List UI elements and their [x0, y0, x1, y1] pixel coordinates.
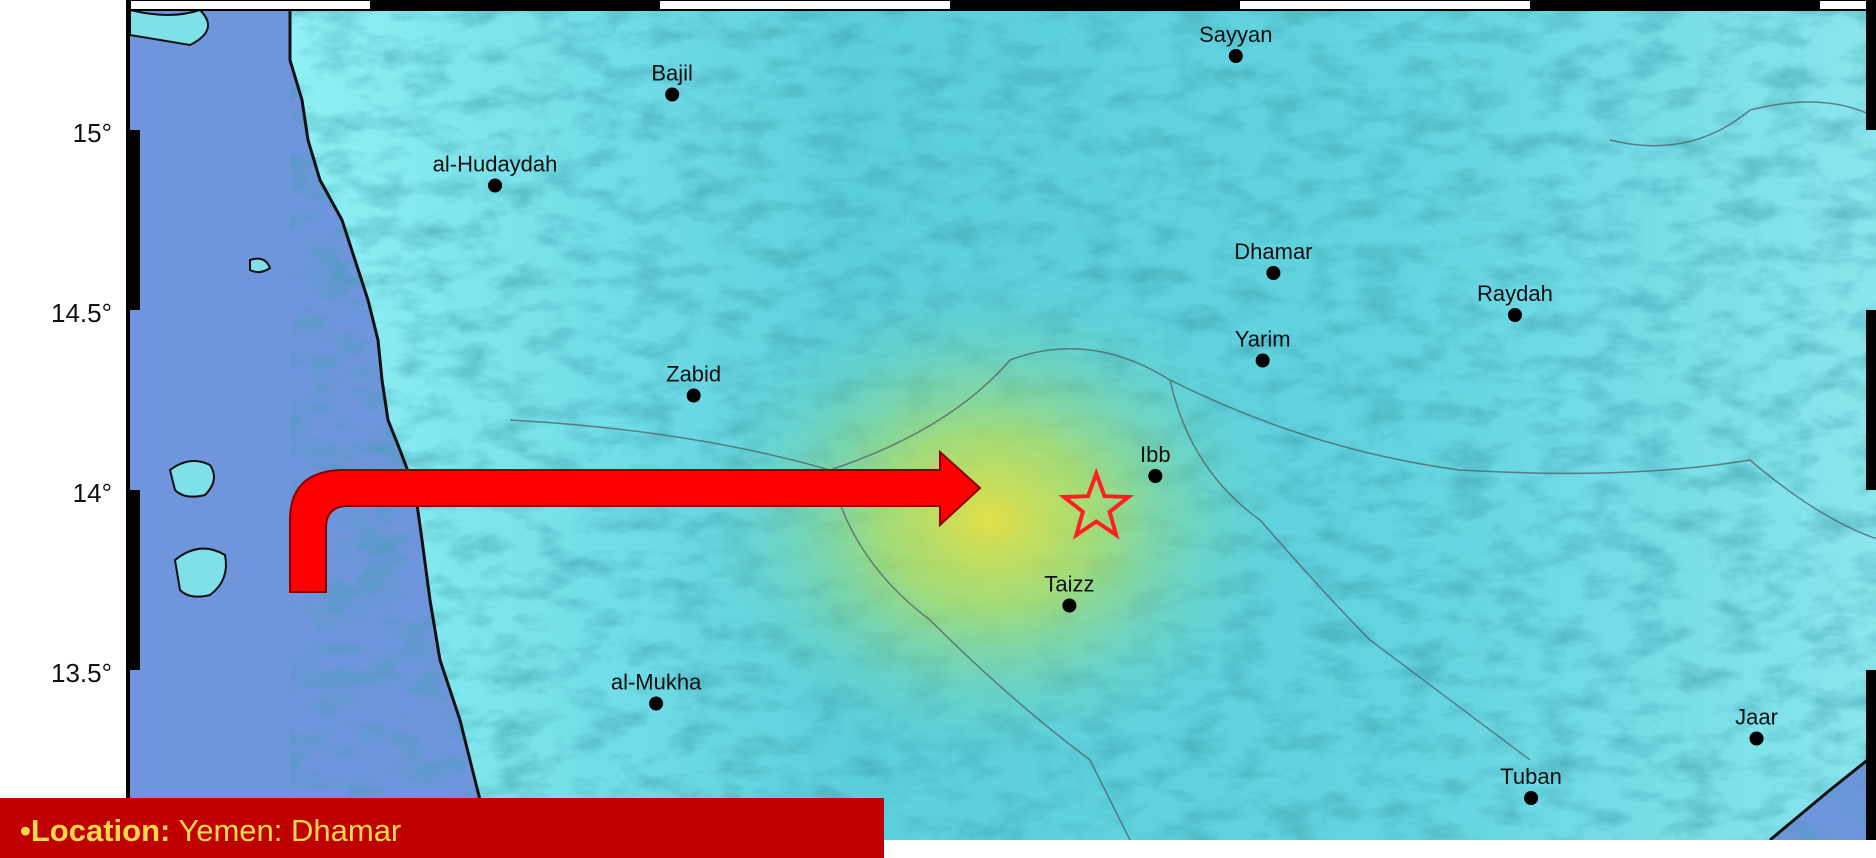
city-dot: [1148, 469, 1163, 483]
city-label: al-Hudaydah: [433, 152, 558, 177]
city-dot: [665, 87, 680, 102]
lat-tick-label: 14°: [72, 478, 112, 508]
governorate-border: [829, 469, 1131, 840]
city-dot: [1266, 266, 1281, 280]
city-dot: [686, 388, 701, 403]
location-value: Yemen: Dhamar: [170, 813, 402, 848]
city-label: Taizz: [1044, 572, 1094, 597]
island: [173, 547, 227, 598]
city-dot: [1749, 731, 1764, 746]
city-label: Jaar: [1735, 705, 1778, 730]
coastline: [288, 0, 492, 840]
lat-tick-label: 13.5°: [50, 658, 112, 688]
city-label: Yarim: [1235, 327, 1291, 352]
governorate-border: [1609, 101, 1876, 147]
city-label: Raydah: [1477, 281, 1553, 306]
coastline: [1769, 751, 1876, 840]
city-dot: [1062, 598, 1077, 613]
lat-tick-label: 15°: [72, 118, 112, 148]
city-dot: [1255, 353, 1270, 368]
island: [249, 257, 272, 274]
pointer-arrow: [289, 449, 982, 593]
city-label: Zabid: [666, 362, 721, 387]
city-dot: [1524, 791, 1539, 805]
location-key: •Location:: [20, 813, 171, 848]
city-label: Sayyan: [1199, 22, 1272, 47]
epicenter-star-icon: [1058, 467, 1135, 540]
governorate-border: [1169, 379, 1531, 761]
island: [168, 460, 215, 498]
map-border-ticks: [130, 0, 1876, 840]
shaking-intensity-zone: [680, 270, 1300, 770]
city-label: Bajil: [651, 61, 693, 86]
city-label: Dhamar: [1234, 239, 1312, 264]
city-label: Tuban: [1500, 764, 1562, 789]
city-dot: [649, 696, 664, 711]
city-dot: [1507, 308, 1522, 322]
lat-tick-label: 14.5°: [50, 298, 112, 328]
city-label: Ibb: [1140, 442, 1171, 467]
city-label: al-Mukha: [611, 670, 702, 695]
island: [130, 8, 209, 47]
city-dot: [1228, 49, 1243, 63]
info-box: •Location: Yemen: Dhamar: [0, 798, 884, 858]
city-dot: [488, 178, 503, 193]
